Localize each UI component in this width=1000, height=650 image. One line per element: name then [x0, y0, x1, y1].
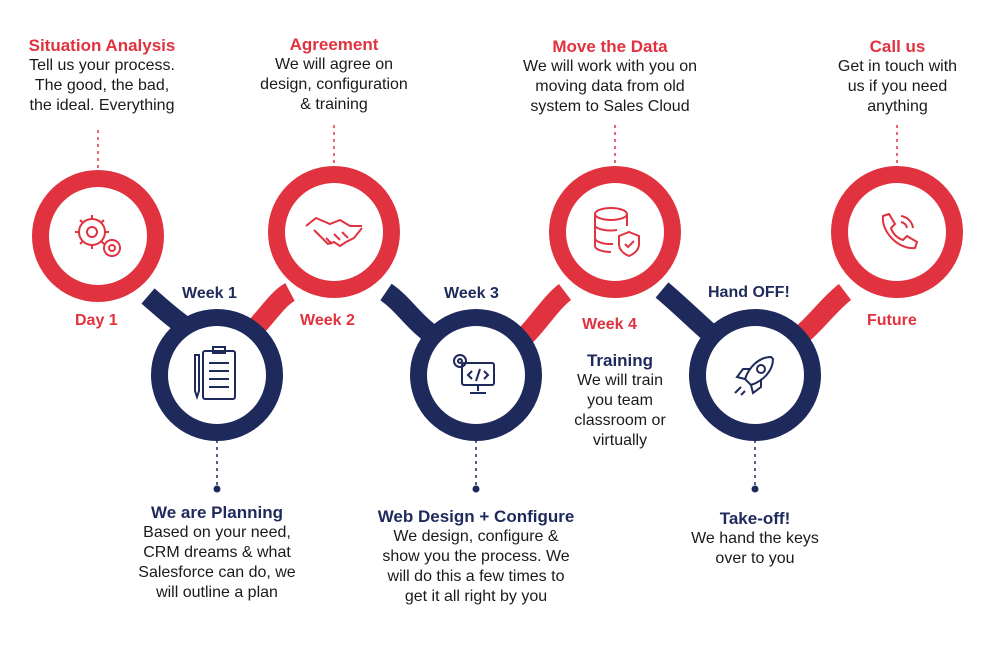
step-desc-line: design, configuration — [260, 76, 408, 93]
step-desc-line: over to you — [715, 550, 795, 567]
step-desc-line: Tell us your process. — [29, 57, 175, 74]
step-desc-line: Salesforce can do, we — [138, 564, 296, 581]
step-agreement: Agreement We will agree on design, confi… — [234, 35, 434, 115]
database-shield-icon — [593, 207, 640, 258]
node-call-us — [831, 166, 963, 298]
step-desc-line: We will agree on — [275, 56, 393, 73]
timeline-label: Week 2 — [300, 312, 355, 329]
node-take-off — [689, 309, 821, 441]
step-web-design: Web Design + Configure We design, config… — [356, 507, 596, 607]
step-desc-line: get it all right by you — [404, 588, 548, 605]
step-desc-line: Based on your need, — [143, 524, 291, 541]
node-agreement — [268, 166, 400, 298]
step-title: We are Planning — [151, 503, 283, 522]
node-web-design — [410, 309, 542, 441]
rocket-icon — [734, 355, 775, 396]
timeline-label: Week 4 — [582, 316, 637, 333]
step-desc-line: CRM dreams & what — [143, 544, 291, 561]
phone-icon — [881, 212, 919, 250]
gears-icon — [75, 215, 121, 257]
step-desc-line: moving data from old — [535, 78, 685, 95]
step-desc-line: We will train — [577, 372, 663, 389]
step-title: Web Design + Configure — [377, 507, 575, 526]
step-desc-line: & training — [300, 96, 368, 113]
handshake-icon — [305, 216, 363, 248]
step-title: Move the Data — [552, 37, 668, 56]
clipboard-icon — [194, 346, 236, 401]
step-desc-line: you team — [587, 392, 653, 409]
leader-dot-2 — [213, 485, 221, 493]
timeline-label: Day 1 — [75, 312, 118, 329]
node-planning — [151, 309, 283, 441]
step-title: Take-off! — [719, 509, 791, 528]
leader-dot-4 — [472, 485, 480, 493]
step-desc-line: Get in touch with — [837, 58, 958, 75]
code-monitor-icon — [453, 354, 495, 394]
step-desc-line: The good, the bad, — [34, 77, 170, 94]
timeline-label: Future — [867, 312, 917, 329]
step-desc-line: system to Sales Cloud — [530, 98, 690, 115]
node-move-data — [549, 166, 681, 298]
step-title: Training — [586, 351, 654, 370]
step-desc-line: us if you need — [847, 78, 948, 95]
step-move-data: Move the Data We will work with you on m… — [490, 37, 730, 117]
step-desc-line: will outline a plan — [156, 584, 278, 601]
step-desc-line: We design, configure & — [393, 528, 559, 545]
step-desc-line: We will work with you on — [523, 58, 697, 75]
step-title: Agreement — [289, 35, 379, 54]
timeline-label: Hand OFF! — [708, 284, 790, 301]
step-situation-analysis: Situation Analysis Tell us your process.… — [0, 36, 204, 116]
step-training: Training We will train you team classroo… — [560, 351, 680, 451]
leader-dot-6 — [751, 485, 759, 493]
step-title: Call us — [869, 37, 926, 56]
step-desc-line: anything — [867, 98, 928, 115]
step-desc-line: show you the process. We — [382, 548, 570, 565]
step-desc-line: We hand the keys — [691, 530, 819, 547]
step-call-us: Call us Get in touch with us if you need… — [810, 37, 985, 117]
step-planning: We are Planning Based on your need, CRM … — [120, 503, 314, 603]
step-title: Situation Analysis — [28, 36, 176, 55]
step-take-off: Take-off! We hand the keys over to you — [680, 509, 830, 569]
timeline-label: Week 3 — [444, 285, 499, 302]
step-desc-line: classroom or — [574, 412, 666, 429]
step-desc-line: virtually — [592, 432, 648, 449]
step-desc-line: the ideal. Everything — [29, 97, 175, 114]
node-situation-analysis — [32, 170, 164, 302]
timeline-label: Week 1 — [182, 285, 237, 302]
step-desc-line: will do this a few times to — [387, 568, 565, 585]
